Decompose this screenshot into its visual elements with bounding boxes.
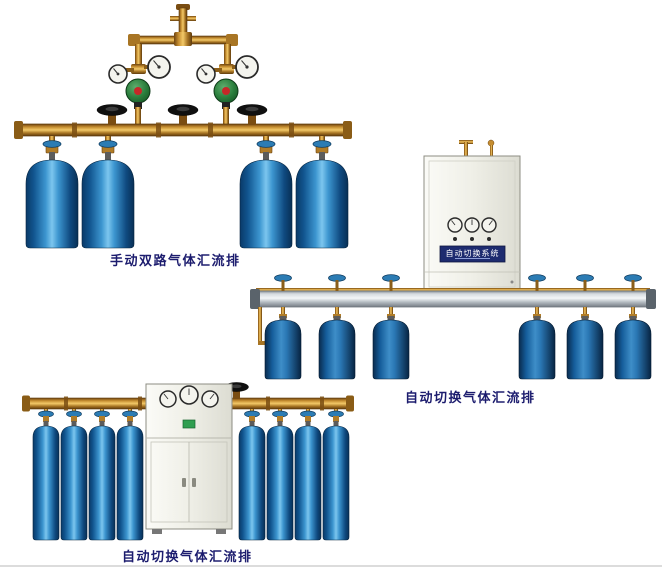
pressure-regulator-right (196, 55, 259, 124)
indicator-light (470, 237, 474, 241)
page-bottom-rule (0, 565, 662, 567)
pressure-regulator-left (108, 55, 171, 124)
gas-cylinder (239, 159, 293, 249)
cabinet-label-text: 自动切换系统 (446, 248, 500, 258)
indicator-light (453, 237, 457, 241)
manual-dual-manifold-art (14, 4, 352, 249)
cylinder-unit (372, 274, 410, 380)
main-manifold-pipe (14, 121, 352, 139)
cylinder-unit (518, 274, 556, 380)
product-caption: 自动切换气体汇流排 (122, 549, 253, 564)
cylinder-unit (566, 274, 604, 380)
manifold-rail (250, 288, 656, 345)
door-handle (192, 478, 196, 487)
header-pipe-assembly (128, 4, 238, 68)
indicator-light (487, 237, 491, 241)
cylinder-valve-connection (312, 136, 332, 160)
auto-switch-rail-art: 自动切换系统 (250, 139, 656, 380)
cylinder-valve-connection (256, 136, 276, 160)
control-cabinet (145, 383, 233, 534)
cylinder-unit (318, 274, 356, 380)
control-button (182, 419, 196, 429)
cylinder-unit (266, 409, 294, 541)
cylinder-unit (238, 409, 266, 541)
cylinder-valve-connection (42, 136, 62, 160)
product-caption: 手动双路气体汇流排 (110, 253, 241, 268)
product-image-auto-switch-rail: 自动切换系统 (250, 136, 660, 395)
gas-cylinder (25, 159, 79, 249)
cylinder-unit (322, 409, 350, 541)
cylinder-unit (264, 274, 302, 380)
cylinder-unit (60, 409, 88, 541)
cylinder-unit (614, 274, 652, 380)
rail-end-drop-pipe (258, 307, 262, 343)
product-image-manual-dual-manifold (8, 4, 358, 261)
gas-cylinder (295, 159, 349, 249)
cylinder-valve-connection (98, 136, 118, 160)
door-handle (182, 478, 186, 487)
auto-switch-cabinet-art (22, 382, 354, 541)
cylinder-unit (294, 409, 322, 541)
product-image-auto-switch-cabinet (20, 380, 355, 563)
manual-valve-handwheel (167, 104, 199, 125)
product-caption: 自动切换气体汇流排 (405, 390, 536, 405)
gas-cylinder (81, 159, 135, 249)
control-cabinet: 自动切换系统 (423, 139, 521, 293)
cylinder-unit (32, 409, 60, 541)
manual-valve-handwheel (96, 104, 128, 125)
manual-valve-handwheel (236, 104, 268, 125)
cylinder-unit (88, 409, 116, 541)
cylinder-unit (116, 409, 144, 541)
